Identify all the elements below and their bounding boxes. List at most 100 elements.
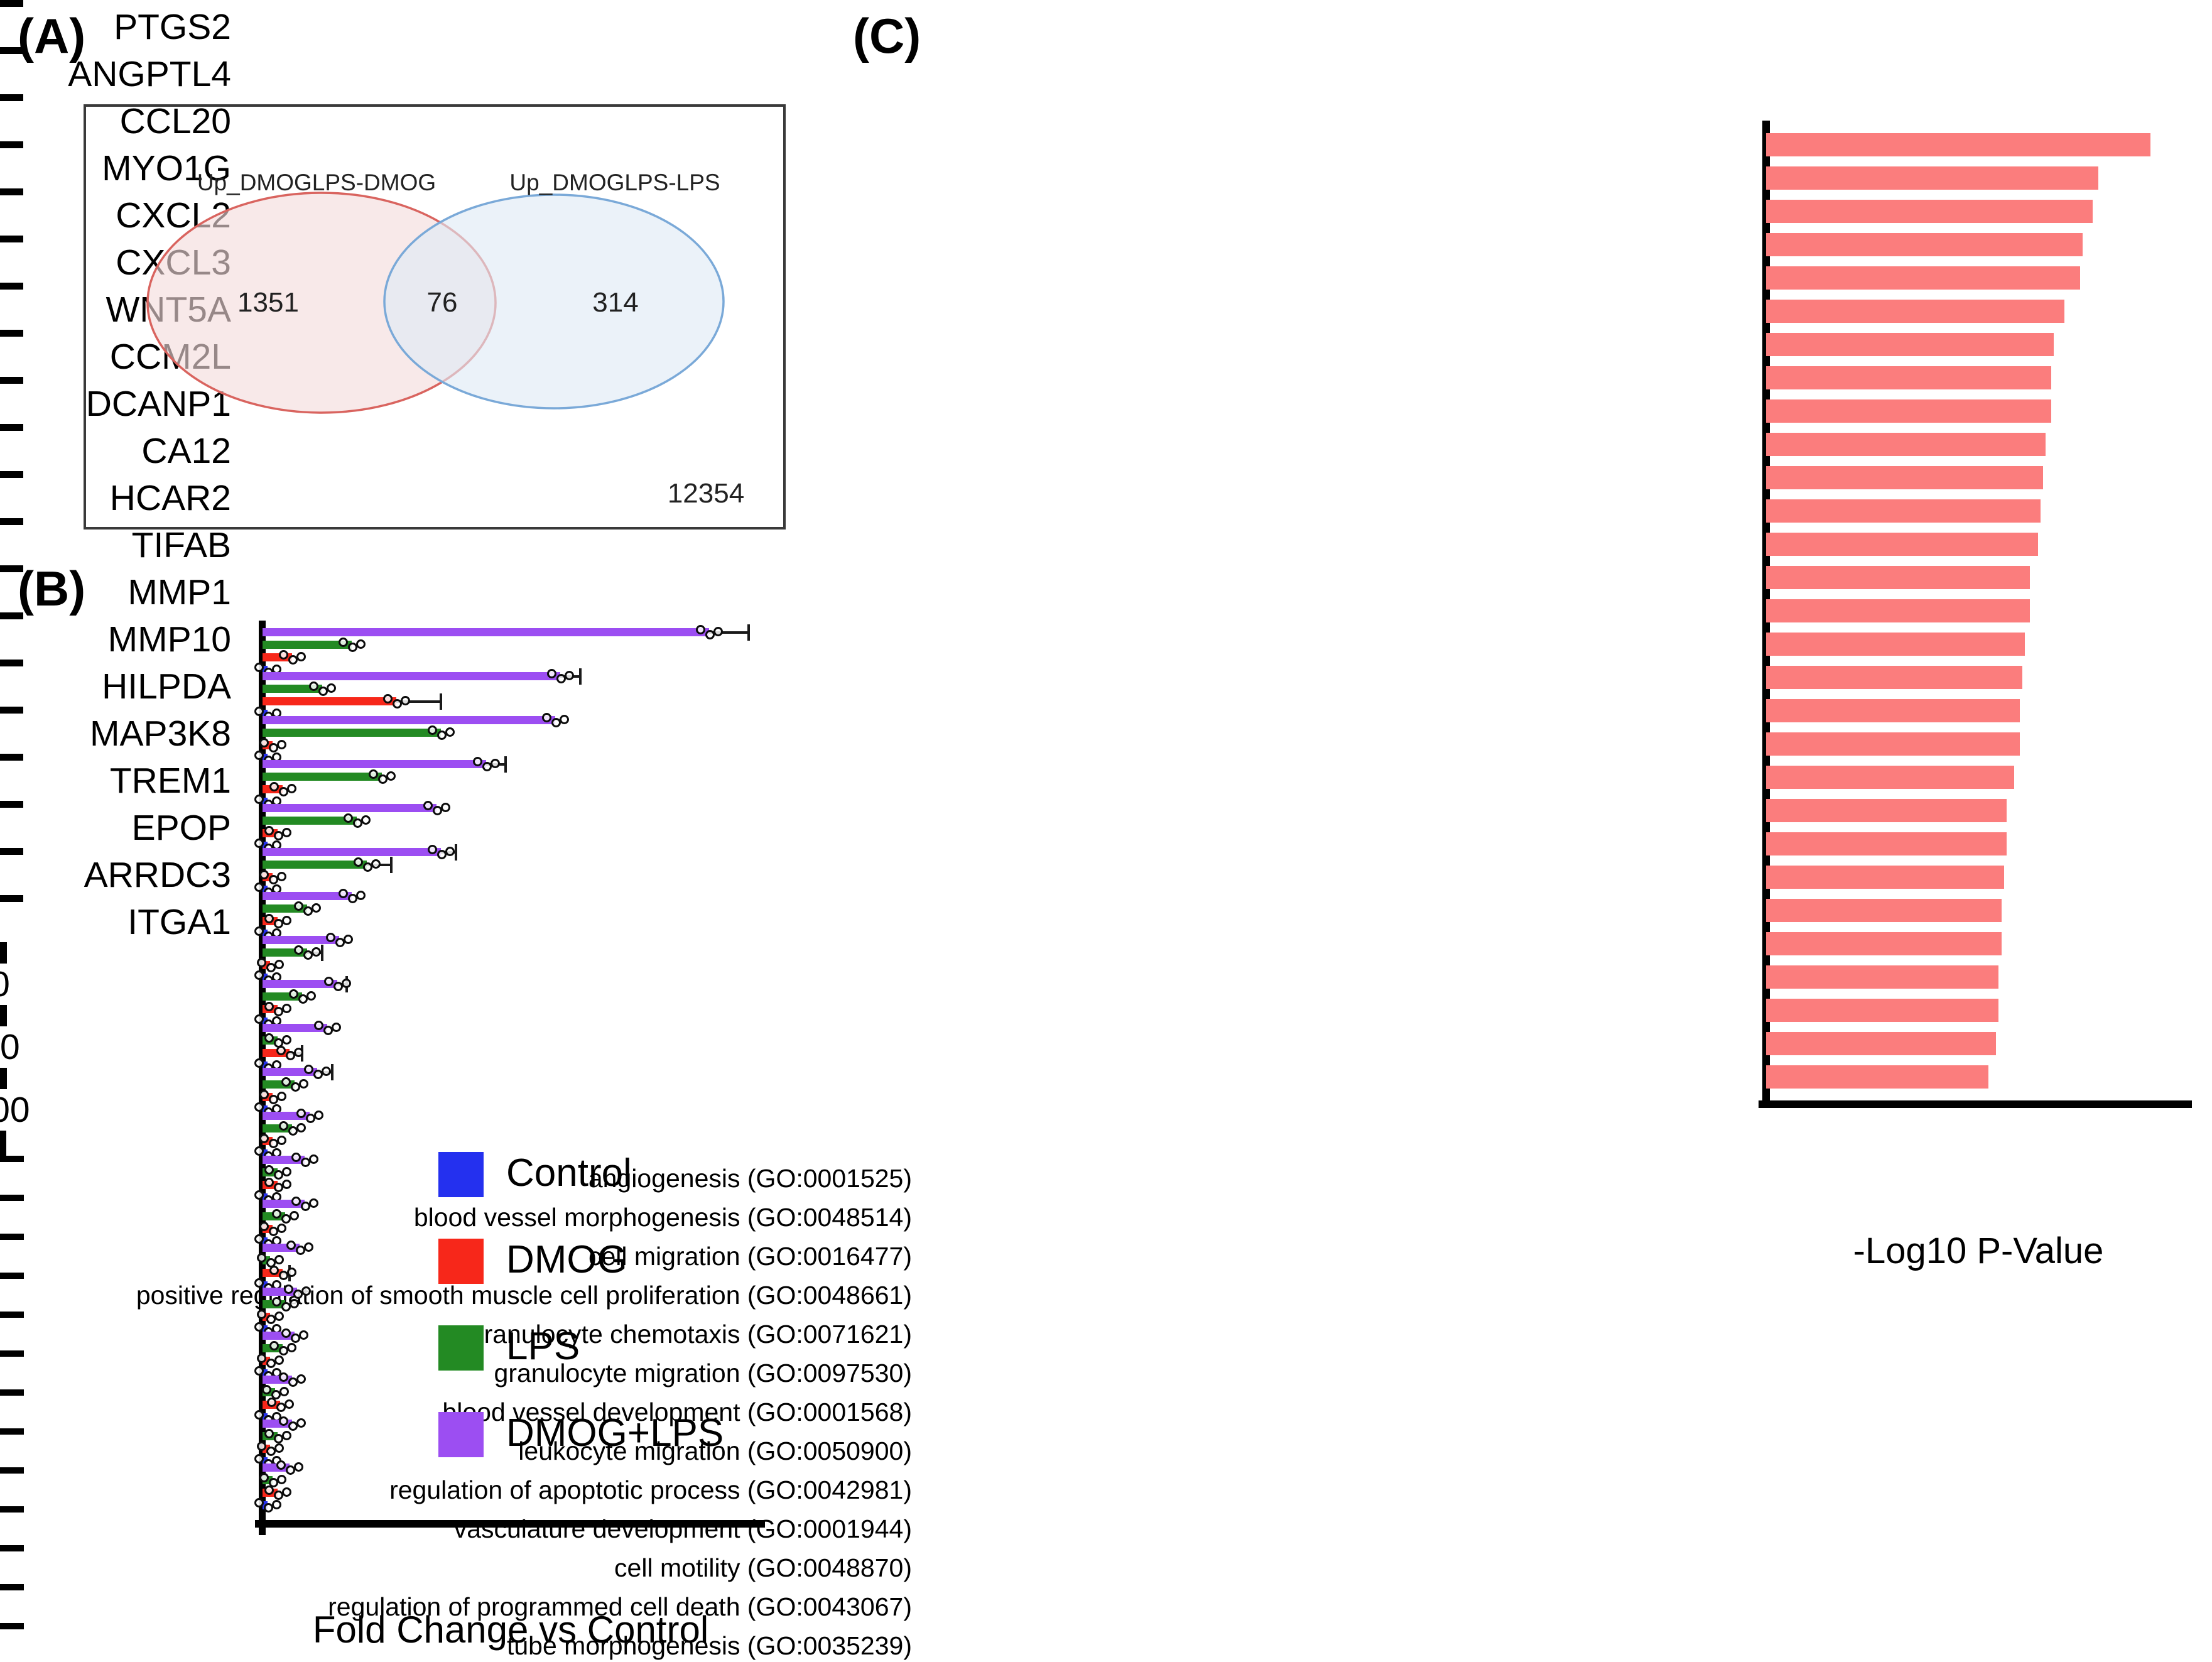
gene-bar [263, 980, 337, 988]
data-point [309, 1198, 319, 1208]
data-point [323, 976, 333, 986]
data-point [331, 1022, 341, 1032]
data-point [274, 1254, 284, 1264]
go-label: angiogenesis (GO:0001525) [588, 1164, 912, 1193]
data-point [254, 706, 264, 716]
error-bar [396, 700, 442, 703]
error-bar-cap [320, 944, 323, 961]
data-point [308, 681, 318, 691]
go-tick [0, 1350, 24, 1357]
data-point [271, 1208, 281, 1219]
data-point [299, 1330, 309, 1340]
legend-label: LPS [506, 1325, 580, 1368]
panel-a-letter: (A) [18, 8, 86, 63]
data-point [371, 859, 381, 869]
legend-swatch-Control [438, 1152, 484, 1197]
panel-b-x-axis-title: Fold Change vs Control [312, 1609, 709, 1651]
data-point [268, 1226, 278, 1236]
panel-c-x-axis [1759, 1100, 2192, 1108]
data-point [276, 1223, 286, 1233]
data-point [341, 978, 351, 988]
data-point [432, 805, 442, 815]
go-tick [0, 1545, 24, 1551]
data-point [284, 1399, 294, 1409]
data-point [254, 882, 264, 892]
data-point [274, 1355, 284, 1365]
data-point [281, 1430, 291, 1440]
data-point [268, 1094, 278, 1104]
data-point [368, 769, 378, 779]
data-point [326, 932, 336, 942]
go-bar [1766, 399, 2051, 423]
data-point [312, 947, 322, 957]
error-bar-cap [747, 624, 751, 641]
data-point [254, 926, 264, 936]
data-point [377, 774, 388, 784]
go-bar [1766, 299, 2064, 323]
data-point [560, 714, 570, 724]
legend-swatch-LPS [438, 1325, 484, 1371]
panel-c-x-axis-title: -Log10 P-Value [1853, 1230, 2104, 1271]
data-point [263, 1502, 273, 1513]
gene-bar [263, 773, 382, 781]
data-point [269, 1265, 279, 1275]
gene-bar [263, 861, 367, 869]
data-point [264, 1428, 274, 1438]
data-point [294, 1462, 304, 1472]
gene-tick [0, 94, 23, 101]
data-point [274, 1443, 284, 1453]
go-bar [1766, 931, 2002, 955]
data-point [276, 1135, 286, 1145]
data-point [286, 1342, 296, 1352]
data-point [264, 1177, 274, 1187]
data-point [256, 957, 266, 967]
data-point [281, 827, 291, 837]
data-point [428, 844, 438, 854]
data-point [276, 871, 286, 881]
gene-tick [0, 707, 23, 714]
data-point [472, 756, 482, 766]
gene-tick [0, 895, 23, 902]
data-point [254, 1190, 264, 1200]
go-label: granulocyte chemotaxis (GO:0071621) [469, 1320, 912, 1349]
go-bar [1766, 332, 2054, 356]
x-tick-minor [0, 1143, 6, 1156]
go-bar [1766, 266, 2080, 290]
go-tick [0, 1584, 24, 1590]
data-point [482, 761, 492, 771]
gene-label: MMP1 [127, 572, 231, 612]
data-point [271, 1389, 281, 1399]
data-point [281, 1166, 291, 1176]
data-point [306, 991, 317, 1001]
data-point [303, 1064, 313, 1074]
data-point [289, 1298, 299, 1308]
gene-tick [0, 330, 23, 337]
data-point [445, 846, 455, 856]
data-point [296, 1122, 306, 1132]
data-point [259, 1089, 269, 1099]
venn-right-set-title: Up_DMOGLPS-LPS [509, 170, 720, 195]
go-bar [1766, 232, 2083, 256]
go-bar [1766, 366, 2051, 389]
gene-label: HILPDA [102, 666, 231, 707]
x-tick-major [0, 942, 7, 964]
data-point [254, 1234, 264, 1244]
data-point [296, 1418, 306, 1428]
data-point [323, 1025, 333, 1035]
data-point [268, 874, 278, 884]
go-bar [1766, 898, 2002, 922]
data-point [281, 1214, 291, 1224]
gene-label: ANGPTL4 [68, 54, 231, 94]
data-point [294, 901, 304, 911]
gene-tick [0, 377, 23, 384]
error-bar-cap [455, 844, 458, 861]
data-point [254, 970, 264, 980]
data-point [281, 1301, 291, 1312]
gene-label: MAP3K8 [90, 714, 231, 754]
data-point [286, 783, 296, 793]
data-point [294, 945, 304, 955]
data-point [254, 662, 264, 672]
data-point [268, 742, 278, 752]
data-point [271, 1296, 281, 1306]
